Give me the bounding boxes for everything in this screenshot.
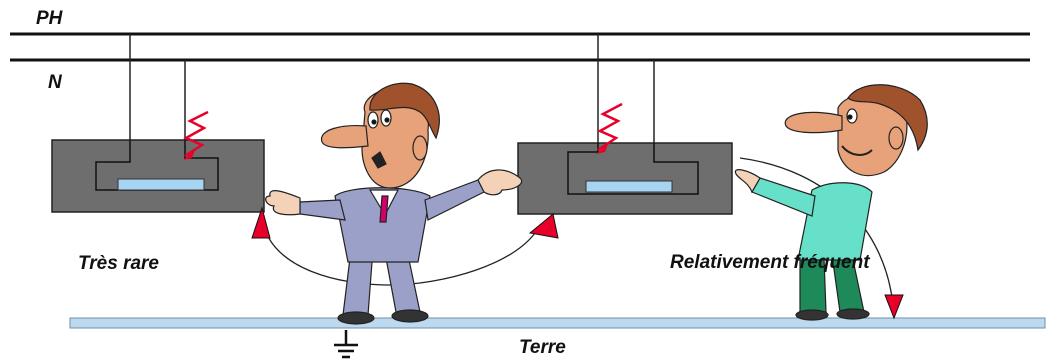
ground-bar — [69, 317, 1046, 329]
arrowhead-icon — [251, 206, 271, 239]
left-person-figure — [265, 82, 523, 325]
lightning-spark-icon — [183, 110, 209, 158]
earth-ground-icon — [334, 330, 358, 359]
right-case-label: Relativement fréquent — [670, 252, 870, 273]
arrowhead-icon — [528, 213, 559, 239]
right-heating-element — [585, 180, 673, 193]
phase-line-label: PH — [36, 8, 63, 29]
left-case-label: Très rare — [78, 253, 159, 274]
left-heating-element — [117, 178, 205, 191]
left-device — [51, 34, 265, 213]
left-current-arc — [261, 219, 541, 286]
lightning-spark-icon — [597, 102, 623, 152]
neutral-line-label: N — [48, 72, 62, 93]
right-person-figure — [734, 84, 928, 321]
ground-label: Terre — [519, 337, 566, 358]
right-device — [517, 34, 733, 215]
arrowhead-icon — [884, 294, 904, 320]
